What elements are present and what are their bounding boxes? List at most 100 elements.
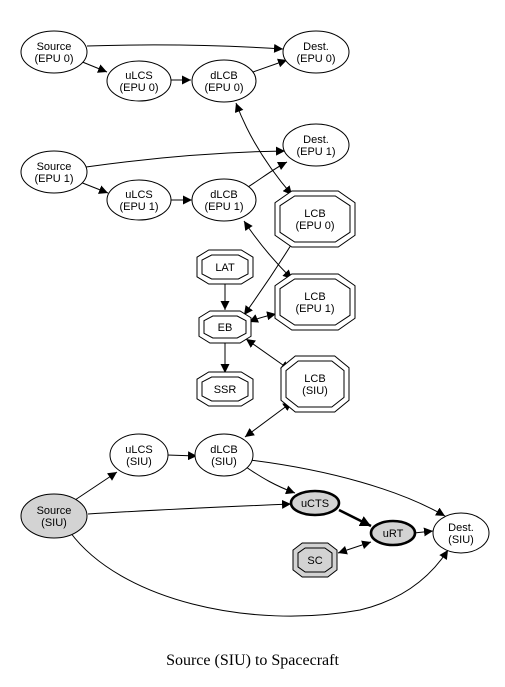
nodes: Source(EPU 0)Dest.(EPU 0)uLCS(EPU 0)dLCB… <box>20 30 490 578</box>
node-label: SSR <box>214 384 237 396</box>
node-lcb-epu0: LCB(EPU 0) <box>274 190 356 248</box>
edge-source-epu0-to-ulcs-epu0 <box>79 60 108 73</box>
node-lcb-epu1: LCB(EPU 1) <box>274 273 356 331</box>
edge-eb-lcb-siu <box>245 338 291 371</box>
node-shape <box>106 179 172 221</box>
edge-dlcb-siu-to-ucts <box>245 466 296 495</box>
node-shape <box>191 59 257 103</box>
node-label: LAT <box>215 262 235 274</box>
node-shape <box>285 360 345 408</box>
edge-dlcb-epu1-to-dest-epu1 <box>247 161 288 188</box>
node-dlcb-epu1: dLCB(EPU 1) <box>191 178 257 222</box>
node-label: LCB <box>304 291 325 303</box>
node-shape <box>191 178 257 222</box>
node-label: (EPU 0) <box>295 220 334 232</box>
node-label: Dest. <box>303 41 329 53</box>
edges <box>69 43 449 617</box>
node-ulcs-siu: uLCS(SIU) <box>109 433 169 477</box>
edge-ucts-to-urt <box>338 508 372 528</box>
node-label: (SIU) <box>211 456 237 468</box>
node-label: uCTS <box>301 498 329 510</box>
node-ulcs-epu0: uLCS(EPU 0) <box>106 60 172 102</box>
node-lcb-siu: LCB(SIU) <box>280 355 350 413</box>
edge-dlcb-epu0-lcb-epu0 <box>234 102 293 196</box>
node-shape <box>20 150 88 194</box>
node-sc: SC <box>292 542 338 578</box>
node-shape <box>279 278 351 326</box>
node-label: (EPU 0) <box>119 82 158 94</box>
node-shape <box>282 30 350 74</box>
node-shape <box>282 123 350 167</box>
node-label: (SIU) <box>302 385 328 397</box>
node-eb: EB <box>198 310 252 344</box>
edge-dlcb-siu-lcb-siu <box>244 401 293 438</box>
dependency-graph: Source(EPU 0)Dest.(EPU 0)uLCS(EPU 0)dLCB… <box>20 30 490 617</box>
node-label: (SIU) <box>126 456 152 468</box>
node-shape <box>201 254 249 280</box>
node-label: Source <box>37 161 72 173</box>
node-shape <box>106 60 172 102</box>
node-label: (SIU) <box>41 517 67 529</box>
node-dest-siu: Dest.(SIU) <box>432 512 490 554</box>
node-urt: uRT <box>369 519 417 547</box>
node-label: uLCS <box>125 444 153 456</box>
node-shape <box>289 489 341 517</box>
edge-source-siu-to-dest-siu <box>69 531 449 617</box>
node-label: (EPU 1) <box>204 201 243 213</box>
node-label: (EPU 1) <box>296 146 335 158</box>
edge-urt-to-dest-siu <box>413 527 434 537</box>
node-label: LCB <box>304 373 325 385</box>
node-label: Source <box>37 41 72 53</box>
edge-source-siu-to-ulcs-siu <box>74 471 118 501</box>
node-label: dLCB <box>210 70 238 82</box>
node-source-epu1: Source(EPU 1) <box>20 150 88 194</box>
edge-source-epu0-to-dest-epu0 <box>86 43 284 53</box>
node-label: (EPU 1) <box>119 201 158 213</box>
edge-source-epu1-to-dest-epu1 <box>85 146 286 168</box>
edge-source-epu1-to-ulcs-epu1 <box>79 181 109 194</box>
node-label: (EPU 1) <box>295 303 334 315</box>
node-dest-epu1: Dest.(EPU 1) <box>282 123 350 167</box>
edge-source-siu-to-ucts <box>87 499 292 515</box>
node-label: (EPU 1) <box>34 173 73 185</box>
node-label: (EPU 0) <box>34 53 73 65</box>
node-label: uLCS <box>125 70 153 82</box>
node-shape <box>279 195 351 243</box>
node-ssr: SSR <box>196 371 254 407</box>
edge-dlcb-epu0-to-dest-epu0 <box>252 58 288 73</box>
edge-ulcs-siu-to-dlcb-siu <box>166 451 198 461</box>
node-label: EB <box>218 322 233 334</box>
node-dlcb-siu: dLCB(SIU) <box>194 433 254 477</box>
node-label: SC <box>307 555 322 567</box>
node-shape <box>201 376 249 402</box>
node-source-epu0: Source(EPU 0) <box>20 30 88 74</box>
node-shape <box>20 30 88 74</box>
node-shape <box>20 493 88 539</box>
edge-eb-lcb-epu1 <box>248 311 277 323</box>
node-label: (EPU 0) <box>204 82 243 94</box>
node-label: uRT <box>383 528 404 540</box>
node-label: uLCS <box>125 189 153 201</box>
edge-sc-urt <box>337 540 372 555</box>
edge-dlcb-siu-to-dest-siu <box>249 459 446 517</box>
node-shape <box>432 512 490 554</box>
node-label: Source <box>37 505 72 517</box>
node-label: (EPU 0) <box>296 53 335 65</box>
node-shape <box>109 433 169 477</box>
node-shape <box>194 433 254 477</box>
node-shape <box>297 547 333 573</box>
node-label: dLCB <box>210 444 238 456</box>
node-dest-epu0: Dest.(EPU 0) <box>282 30 350 74</box>
node-source-siu: Source(SIU) <box>20 493 88 539</box>
node-label: Dest. <box>448 522 474 534</box>
node-ucts: uCTS <box>289 489 341 517</box>
diagram-caption: Source (SIU) to Spacecraft <box>166 652 339 669</box>
node-label: dLCB <box>210 189 238 201</box>
node-lat: LAT <box>196 249 254 285</box>
node-label: LCB <box>304 208 325 220</box>
node-label: (SIU) <box>448 534 474 546</box>
node-dlcb-epu0: dLCB(EPU 0) <box>191 59 257 103</box>
node-ulcs-epu1: uLCS(EPU 1) <box>106 179 172 221</box>
node-shape <box>203 315 247 339</box>
node-label: Dest. <box>303 134 329 146</box>
